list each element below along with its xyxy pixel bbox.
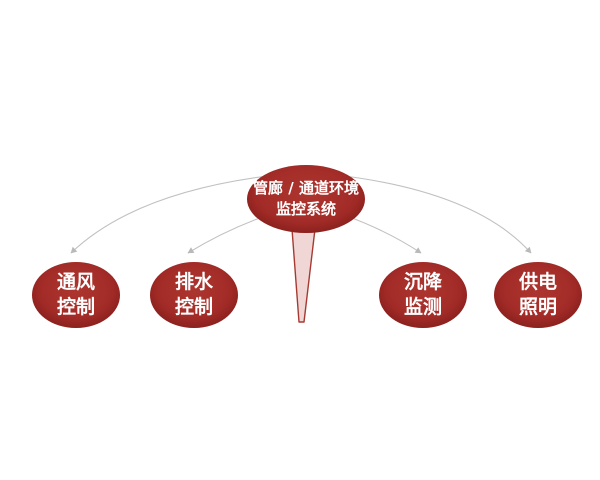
node-label-line: 管廊 / 通道环境: [253, 179, 359, 197]
node-label-line: 供电: [518, 271, 557, 293]
node-settlement-monitoring: 沉降 监测: [379, 262, 467, 328]
node-label-line: 监测: [403, 296, 442, 318]
node-label-line: 排水: [174, 271, 213, 293]
node-label-line: 照明: [518, 296, 557, 318]
node-monitoring-system: 管廊 / 通道环境 监控系统: [247, 165, 365, 233]
node-label-line: 监控系统: [275, 200, 336, 218]
node-label-line: 沉降: [403, 271, 442, 293]
node-label-line: 控制: [56, 296, 95, 318]
node-label-line: 控制: [174, 296, 213, 318]
node-power-lighting: 供电 照明: [494, 262, 582, 328]
node-ventilation-control: 通风 控制: [32, 262, 120, 328]
node-drainage-control: 排水 控制: [150, 262, 238, 328]
center-pointer-tail: [291, 228, 316, 323]
node-label-line: 通风: [56, 271, 95, 293]
